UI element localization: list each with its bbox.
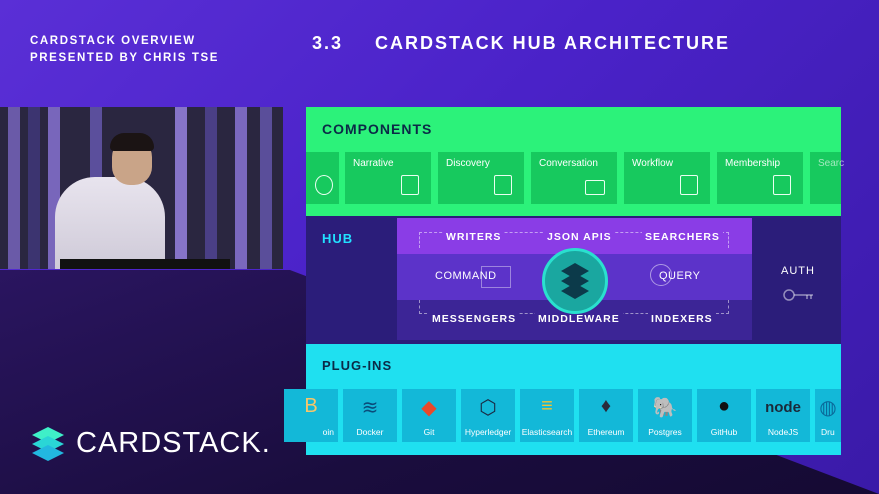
speaker-video — [0, 107, 283, 269]
plugin-tile: ⬡ Hyperledger — [461, 389, 515, 442]
edit-icon — [401, 175, 419, 195]
plugin-tile: B oin — [284, 389, 338, 442]
architecture-diagram: COMPONENTS Narrative Discovery Conversat… — [284, 107, 845, 455]
curtain-stripe — [175, 107, 187, 269]
presentation-header: CARDSTACK OVERVIEW PRESENTED BY CHRIS TS… — [30, 33, 219, 67]
plugin-tile: ≡ Elasticsearch — [520, 389, 574, 442]
plugin-tile: ◆ Git — [402, 389, 456, 442]
plugin-label: Docker — [356, 427, 384, 437]
plugin-label: Git — [423, 427, 435, 437]
plugin-label: Ethereum — [587, 427, 625, 437]
plugin-tile: 🐘 Postgres — [638, 389, 692, 442]
plugin-label: oin — [322, 427, 334, 437]
indexers-label: INDEXERS — [648, 313, 716, 325]
component-label: Workflow — [632, 158, 673, 169]
plugin-label: NodeJS — [767, 427, 799, 437]
plugin-label: Postgres — [648, 427, 682, 437]
plugin-tile-partial: ◍ Dru — [815, 389, 841, 442]
components-label: COMPONENTS — [322, 121, 433, 137]
github-icon: ● — [717, 395, 731, 417]
writers-label: WRITERS — [443, 231, 505, 243]
command-icon — [481, 266, 511, 288]
component-tile: Membership — [717, 152, 803, 204]
plugins-section: PLUG-INS B oin ≋ Docker ◆ Git ⬡ Hyperled… — [284, 344, 841, 455]
components-section: COMPONENTS Narrative Discovery Conversat… — [306, 107, 845, 216]
plugin-label: GitHub — [710, 427, 738, 437]
curtain-stripe — [260, 107, 272, 269]
presenter-body — [55, 177, 165, 269]
curtain-stripe — [8, 107, 20, 269]
brand-name: CARDSTACK. — [76, 427, 271, 459]
component-label: Membership — [725, 158, 781, 169]
postgres-icon: 🐘 — [652, 397, 678, 419]
plugin-tile: ≋ Docker — [343, 389, 397, 442]
key-icon — [783, 288, 813, 301]
component-label: Narrative — [353, 158, 394, 169]
bitcoin-icon: B — [304, 395, 318, 417]
drupal-icon: ◍ — [819, 397, 837, 419]
slide-number: 3.3 — [312, 33, 344, 53]
component-tile-partial: Searc — [810, 152, 845, 204]
hand-icon — [315, 175, 333, 195]
id-card-icon — [773, 175, 791, 195]
ethereum-icon: ♦ — [600, 395, 612, 417]
searchers-label: SEARCHERS — [642, 231, 723, 243]
docker-icon: ≋ — [361, 397, 379, 419]
auth-label: AUTH — [781, 265, 815, 277]
component-tile: Narrative — [345, 152, 431, 204]
presenter-hair — [110, 133, 154, 151]
hyperledger-icon: ⬡ — [479, 397, 497, 419]
messengers-label: MESSENGERS — [429, 313, 520, 325]
plugin-label: Elasticsearch — [521, 427, 573, 437]
hub-label: HUB — [322, 231, 354, 246]
component-label: Conversation — [539, 158, 598, 169]
presentation-title: CARDSTACK OVERVIEW — [30, 35, 196, 47]
curtain-stripe — [205, 107, 217, 269]
cardstack-logo-icon — [32, 427, 64, 461]
slide-title: CARDSTACK HUB ARCHITECTURE — [375, 33, 730, 53]
curtain-stripe — [28, 107, 40, 269]
checklist-icon — [680, 175, 698, 195]
nodejs-icon: node — [765, 399, 801, 416]
plugin-tile: node NodeJS — [756, 389, 810, 442]
component-tile: Workflow — [624, 152, 710, 204]
chat-icon — [585, 180, 605, 195]
plugin-tile: ♦ Ethereum — [579, 389, 633, 442]
plugins-label: PLUG-INS — [322, 358, 393, 373]
middleware-label: MIDDLEWARE — [535, 313, 623, 325]
component-tile-partial — [306, 152, 339, 204]
plugin-tile: ● GitHub — [697, 389, 751, 442]
document-icon — [494, 175, 512, 195]
cardstack-hub-logo — [542, 248, 608, 314]
elasticsearch-icon: ≡ — [541, 395, 553, 417]
plugin-label: Hyperledger — [464, 427, 512, 437]
stack-icon — [561, 263, 589, 299]
component-tile: Discovery — [438, 152, 524, 204]
git-icon: ◆ — [421, 397, 437, 419]
component-label: Searc — [818, 158, 845, 169]
presenter-line: PRESENTED BY CHRIS TSE — [30, 52, 219, 64]
command-label: COMMAND — [435, 270, 497, 282]
hub-section: HUB WRITERS JSON APIS SEARCHERS COMMAND … — [306, 216, 841, 344]
component-tile: Conversation — [531, 152, 617, 204]
search-icon — [650, 264, 672, 286]
json-apis-label: JSON APIS — [544, 231, 615, 243]
component-label: Discovery — [446, 158, 490, 169]
curtain-stripe — [235, 107, 247, 269]
plugin-label: Dru — [821, 427, 835, 437]
podium — [60, 259, 230, 269]
